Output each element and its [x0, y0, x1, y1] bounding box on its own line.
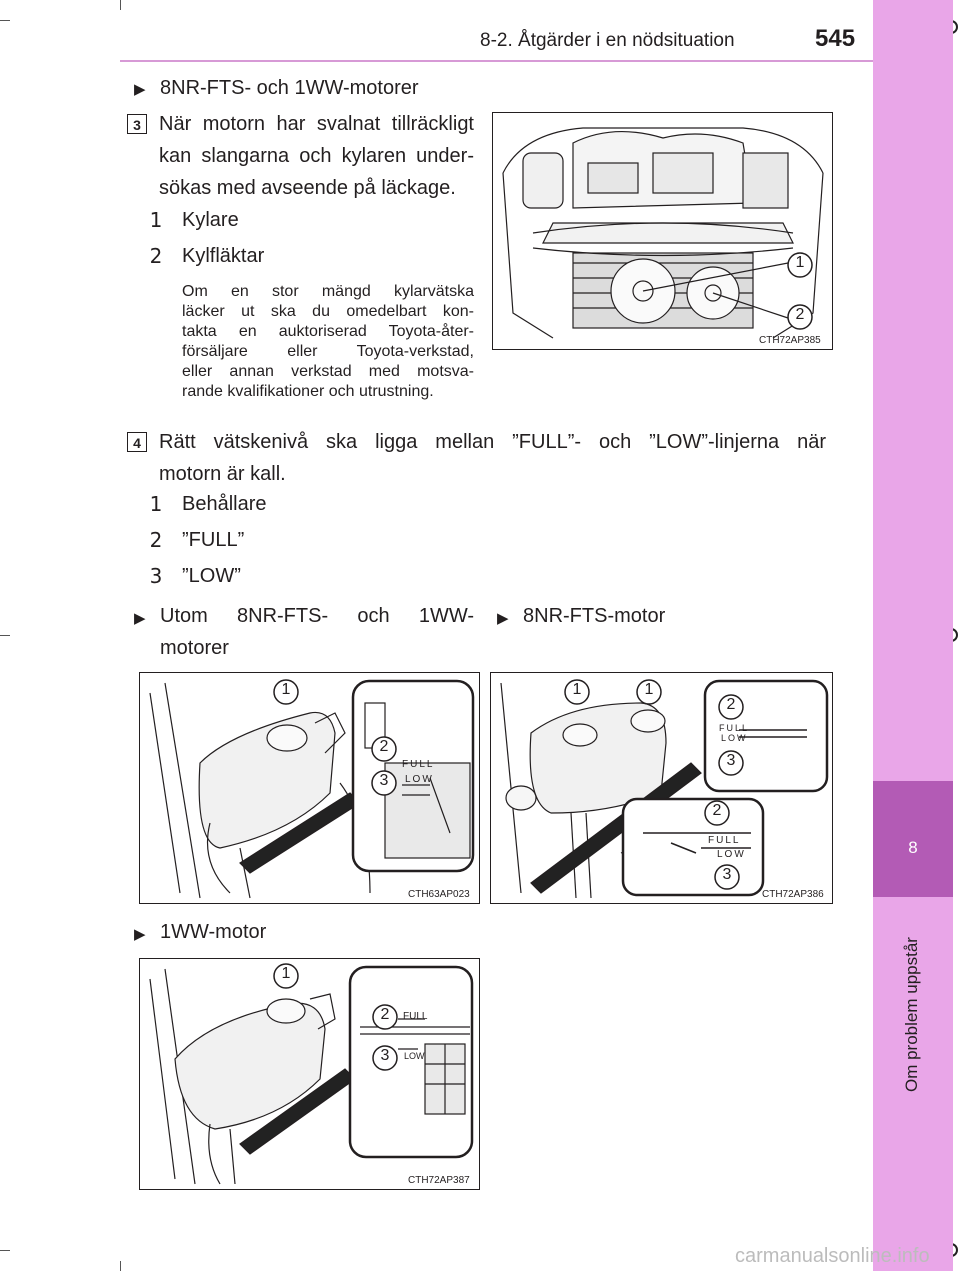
crop-mark	[120, 0, 121, 10]
item-label: Behållare	[182, 493, 267, 515]
triangle-bullet-icon: ▶	[134, 81, 146, 98]
figure-callout: 2	[380, 1006, 390, 1023]
watermark: carmanualsonline.info	[735, 1245, 930, 1267]
full-mark-label: FULL	[402, 759, 435, 770]
figure-callout: 3	[379, 772, 389, 789]
item-label: ”LOW”	[182, 565, 241, 587]
callout-number: 3	[149, 564, 163, 588]
step-text-line: motorn är kall.	[159, 463, 286, 485]
chapter-number: 8	[908, 838, 918, 857]
low-mark-label: LOW	[717, 849, 746, 860]
low-mark-label: LOW	[404, 1051, 425, 1061]
step-text-line: kan slangarna och kylaren under-	[159, 145, 474, 167]
engine-bay-figure: 1 2 CTH72AP385	[492, 112, 833, 350]
item-label: Kylfläktar	[182, 245, 265, 267]
triangle-bullet-icon: ▶	[497, 610, 509, 627]
figure-callout: 1	[644, 681, 654, 698]
reservoir-illustration	[149, 679, 475, 899]
callout-number: 2	[149, 528, 163, 552]
crop-mark	[0, 20, 10, 21]
figure-callout: 2	[712, 802, 722, 819]
step-text-line: Rätt vätskenivå ska ligga mellan ”FULL”-…	[159, 431, 826, 453]
section-title: 8-2. Åtgärder i en nödsituation	[480, 30, 735, 51]
chapter-tab	[873, 0, 953, 1271]
subsection-heading: 8NR-FTS-motor	[523, 605, 666, 627]
triangle-bullet-icon: ▶	[134, 926, 146, 943]
crop-mark	[0, 635, 10, 636]
reservoir-illustration	[149, 963, 474, 1185]
chapter-title: Om problem uppstår	[902, 937, 921, 1092]
crop-mark	[120, 1261, 121, 1271]
reservoir-figure-1ww: 1 2 3 FULL LOW CTH72AP387	[139, 958, 480, 1190]
step-number: 3	[127, 114, 147, 134]
subsection-heading: 1WW-motor	[160, 921, 267, 943]
reservoir-illustration	[500, 679, 829, 899]
figure-code: CTH63AP023	[408, 889, 470, 900]
full-mark-label: FULL	[403, 1011, 428, 1022]
reservoir-figure-8nr-fts: 1 1 2 3 2 3 FULL LOW FULL LOW CTH72AP386	[490, 672, 833, 904]
figure-callout: 2	[795, 306, 805, 323]
figure-callout: 2	[379, 738, 389, 755]
figure-callout: 3	[380, 1047, 390, 1064]
figure-callout: 1	[572, 681, 582, 698]
crop-mark	[0, 1250, 10, 1251]
low-mark-label: LOW	[721, 733, 748, 743]
figure-code: CTH72AP385	[759, 335, 821, 346]
figure-callout: 3	[722, 866, 732, 883]
step-number: 4	[127, 432, 147, 452]
subsection-heading: motorer	[160, 637, 229, 659]
engine-bay-illustration	[502, 127, 824, 339]
figure-code: CTH72AP386	[762, 889, 824, 900]
figure-callout: 1	[281, 965, 291, 982]
full-mark-label: FULL	[708, 835, 741, 846]
item-label: Kylare	[182, 209, 239, 231]
figure-callout: 1	[795, 254, 805, 271]
figure-callout: 2	[726, 696, 736, 713]
subsection-heading: 8NR-FTS- och 1WW-motorer	[160, 77, 419, 99]
reservoir-figure-standard: 1 2 3 FULL LOW CTH63AP023	[139, 672, 480, 904]
callout-number: 1	[149, 492, 163, 516]
triangle-bullet-icon: ▶	[134, 610, 146, 627]
item-label: ”FULL”	[182, 529, 245, 551]
figure-callout: 1	[281, 681, 291, 698]
figure-callout: 3	[726, 752, 736, 769]
low-mark-label: LOW	[405, 774, 434, 785]
step-text-line: När motorn har svalnat tillräckligt	[159, 113, 474, 135]
header-rule	[120, 60, 874, 62]
subsection-heading: Utom 8NR-FTS- och 1WW-	[160, 605, 474, 627]
note-text: Om en stor mängd kylarvätska läcker ut s…	[182, 283, 474, 400]
step-text-line: sökas med avseende på läckage.	[159, 177, 456, 199]
chapter-tab-marker	[873, 781, 953, 897]
callout-number: 2	[149, 244, 163, 268]
callout-number: 1	[149, 208, 163, 232]
page-number: 545	[815, 25, 856, 52]
full-mark-label: FULL	[719, 723, 750, 733]
figure-code: CTH72AP387	[408, 1175, 470, 1186]
